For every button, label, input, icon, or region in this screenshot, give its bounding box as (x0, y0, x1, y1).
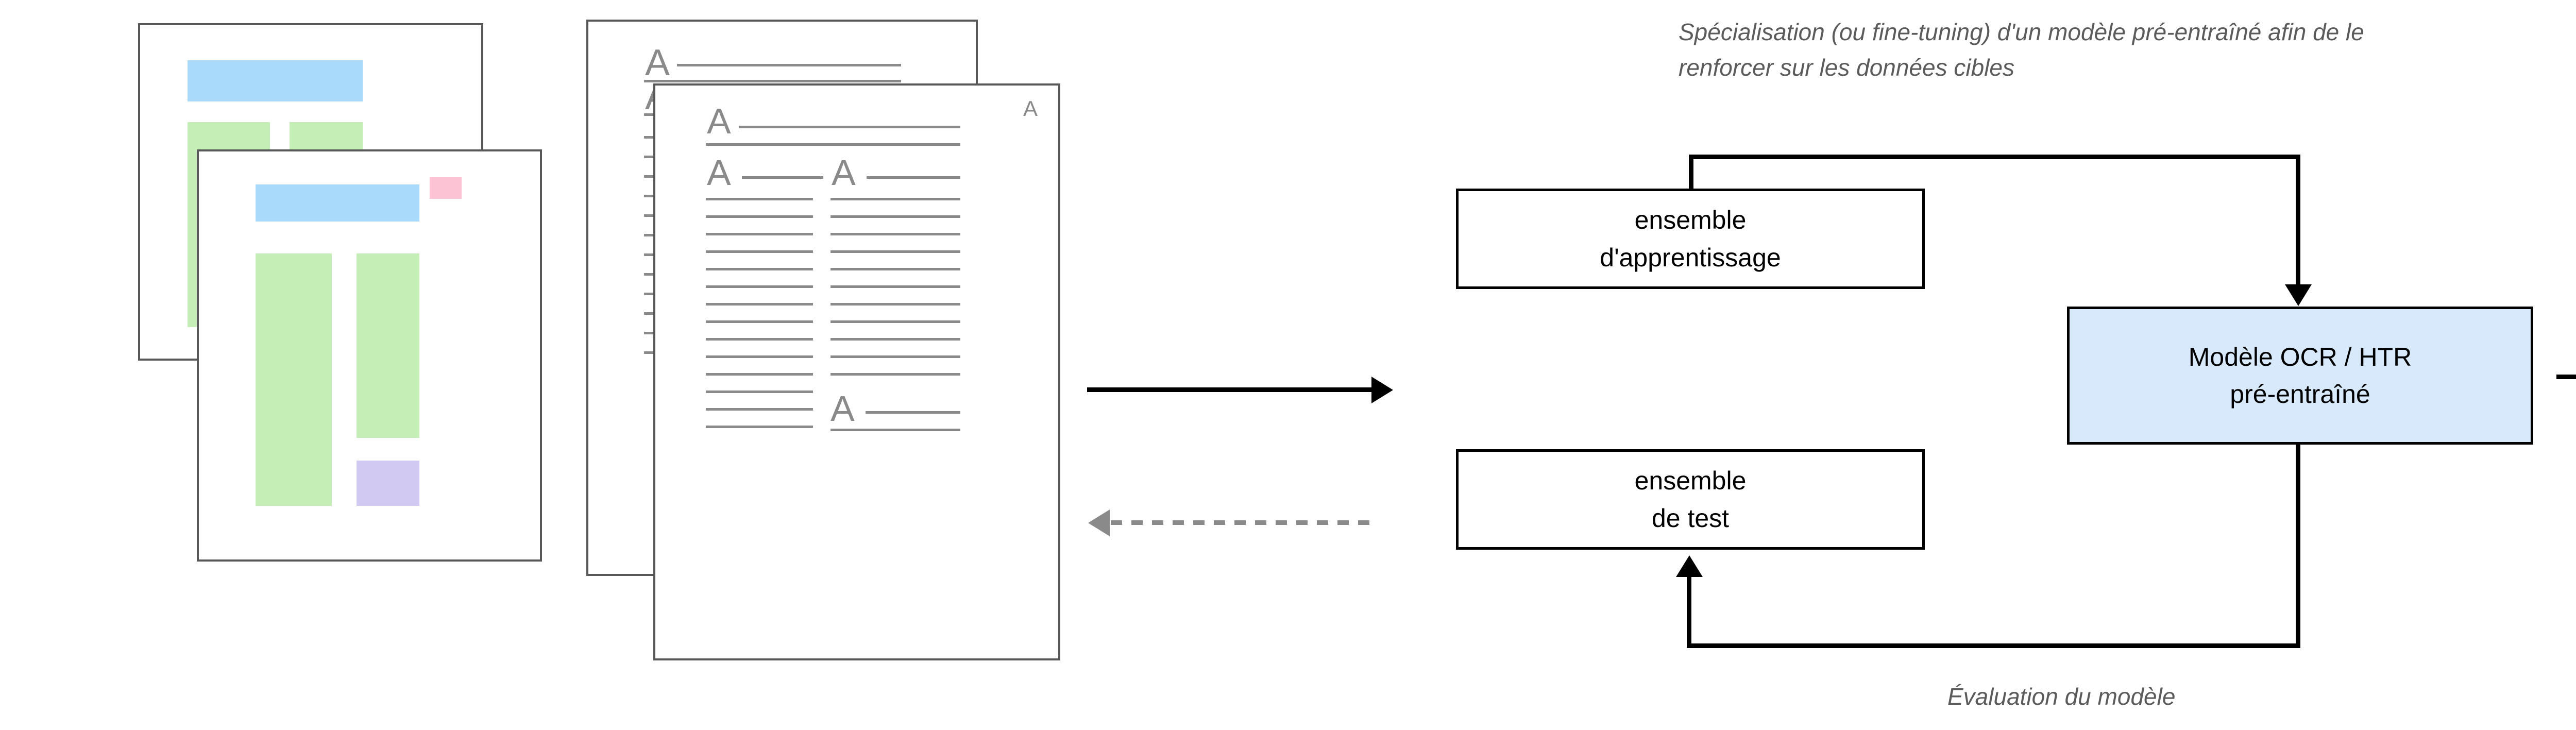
text-line (706, 320, 813, 323)
text-line (831, 429, 960, 431)
text-line (831, 355, 960, 358)
section-vertical-label: Spécialisation d'un modèle (5, 0, 41, 36)
text-line (706, 338, 813, 341)
connector-eval-down (2296, 443, 2300, 648)
text-line (706, 215, 813, 218)
test-set-label-line1: ensemble (1634, 466, 1747, 495)
arrowhead-right-icon (1371, 377, 1393, 403)
connector-eval-up (1687, 577, 1691, 644)
connector-training-across (1689, 155, 2300, 159)
layout-block-figure (430, 177, 462, 199)
bottom-caption: Évaluation du modèle (1947, 683, 2176, 710)
line-marker-icon: A (832, 152, 856, 193)
pretrained-model-label-line1: Modèle OCR / HTR (2188, 342, 2412, 371)
connector-training-down (2296, 155, 2300, 287)
layout-block-title (256, 184, 419, 222)
layout-block-text (357, 253, 419, 438)
arrowhead-left-icon (1088, 510, 1110, 536)
arrowhead-up-icon (1676, 555, 1703, 577)
connector-eval-across (1687, 643, 2300, 648)
text-line (644, 80, 901, 82)
top-caption-line2: renforcer sur les données cibles (1679, 54, 2014, 81)
text-line (867, 176, 960, 179)
pretrained-model-label-line2: pré-entraîné (2230, 380, 2370, 409)
text-line (831, 233, 960, 235)
text-line (706, 143, 960, 146)
text-line (706, 426, 813, 428)
layout-block-text (256, 253, 332, 506)
layout-block-title (188, 60, 363, 101)
test-set-label-line2: de test (1651, 503, 1730, 533)
line-marker-icon: A (645, 42, 670, 83)
source-text-page-front: A A A A A (653, 83, 1060, 660)
pretrained-model-box[interactable]: Modèle OCR / HTR pré-entraîné (2067, 307, 2533, 445)
text-line (831, 303, 960, 305)
text-line (831, 373, 960, 376)
text-line (831, 320, 960, 323)
text-line (706, 250, 813, 253)
training-set-label-line1: ensemble (1634, 206, 1747, 234)
text-line (706, 373, 813, 376)
connector-docs-to-datasets (1087, 387, 1373, 392)
text-line (706, 198, 813, 200)
corner-marker-icon: A (1023, 96, 1038, 121)
text-line (739, 126, 960, 128)
arrowhead-down-icon (2285, 284, 2312, 306)
text-line (831, 338, 960, 341)
line-marker-icon: A (707, 101, 731, 141)
text-line (831, 215, 960, 218)
text-line (831, 198, 960, 200)
text-line (706, 268, 813, 270)
connector-feedback-dashed (1111, 520, 1374, 525)
text-line (866, 411, 960, 414)
connector-pretrained-to-specialized (2556, 375, 2576, 379)
text-line (706, 233, 813, 235)
layout-block-table (357, 461, 419, 506)
test-set-box[interactable]: ensemble de test (1456, 449, 1925, 550)
text-line (706, 303, 813, 305)
text-line (677, 64, 901, 66)
text-line (706, 391, 813, 393)
source-layout-page-front (197, 149, 542, 562)
top-caption: Spécialisation (ou fine-tuning) d'un mod… (1679, 14, 2576, 86)
text-line (831, 268, 960, 270)
text-line (831, 285, 960, 288)
line-marker-icon: A (831, 388, 855, 429)
training-set-label-line2: d'apprentissage (1600, 243, 1781, 272)
training-set-box[interactable]: ensemble d'apprentissage (1456, 189, 1925, 289)
top-caption-line1: Spécialisation (ou fine-tuning) d'un mod… (1679, 19, 2364, 45)
line-marker-icon: A (707, 152, 731, 193)
text-line (706, 355, 813, 358)
text-line (706, 285, 813, 288)
connector-training-up (1689, 155, 1693, 191)
text-line (742, 176, 823, 179)
text-line (706, 408, 813, 411)
text-line (831, 250, 960, 253)
